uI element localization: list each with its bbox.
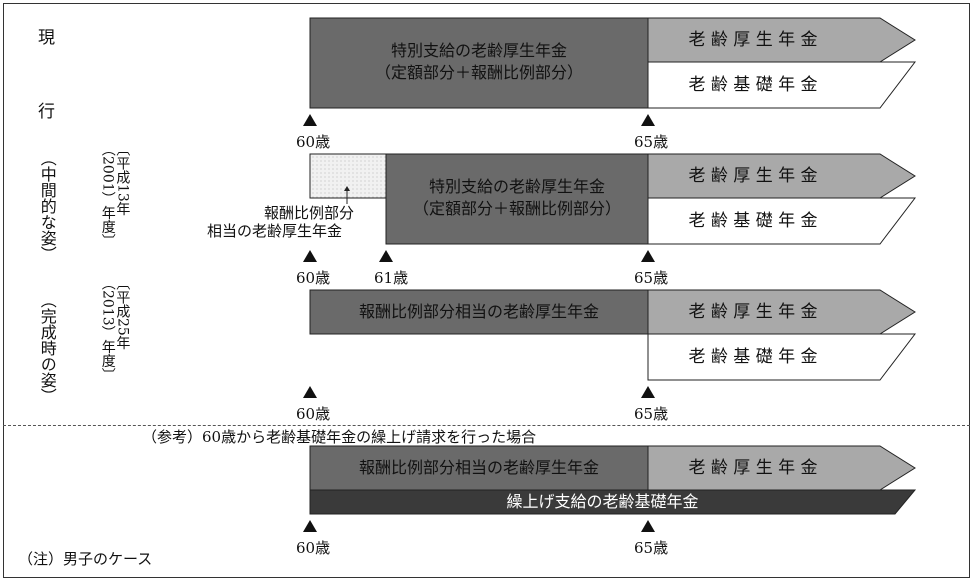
r3-upper-arrow [647,289,916,335]
r2-marker-60 [303,250,317,262]
r1-special-line1: 特別支給の老齢厚生年金 [390,41,567,60]
r1-upper-label: 老 齢 厚 生 年 金 [688,30,818,50]
ref-bar [309,445,649,491]
r2-age-60: 60歳 [296,269,331,287]
r2-light-box [309,153,387,199]
r1-marker-65 [641,114,655,126]
r3-lower-arrow [647,333,917,381]
r2-note-line2: 相当の老齢厚生年金 [207,222,343,240]
label-current-2: 行 [38,102,55,122]
label-current-1: 現 [38,28,55,48]
r1-special-box [309,17,649,109]
r3-marker-60 [303,386,317,398]
r2-age-65: 65歳 [634,269,669,287]
r1-age-65: 65歳 [634,133,669,151]
ref-age-60: 60歳 [296,539,331,557]
r2-lower-arrow [647,197,917,245]
r3-lower-label: 老 齢 基 礎 年 金 [688,347,818,367]
label-final: （完成時の姿） [37,292,57,404]
label-year-2013: 〔平成25年（2013）年度〕 [99,276,131,382]
r2-note-line1: 報酬比例部分 [264,204,355,222]
label-interim: （中間的な姿） [37,150,57,262]
r2-lower-label: 老 齢 基 礎 年 金 [688,211,818,231]
ref-bottom-arrow [309,489,917,515]
r2-note-pointer-head [344,186,350,191]
r1-marker-60 [303,114,317,126]
r2-special-box [385,153,649,245]
r1-special-line2: （定額部分＋報酬比例部分） [374,63,583,82]
r3-marker-65 [641,386,655,398]
r2-marker-65 [641,250,655,262]
ref-age-65: 65歳 [634,539,669,557]
r3-bar [309,289,649,335]
ref-upper-arrow [647,445,916,491]
ref-marker-60 [303,520,317,532]
footnote: （注）男子のケース [18,550,153,568]
r2-upper-arrow [647,153,916,199]
r3-age-60: 60歳 [296,405,331,423]
label-year-2001: 〔平成13年（2001）年度〕 [99,142,131,248]
r3-upper-label: 老 齢 厚 生 年 金 [688,302,818,322]
r2-age-61: 61歳 [374,269,409,287]
r2-marker-61 [379,250,393,262]
r2-special-line2: （定額部分＋報酬比例部分） [412,199,621,218]
r1-upper-arrow [647,17,916,63]
ref-upper-label: 老 齢 厚 生 年 金 [688,458,818,478]
r1-age-60: 60歳 [296,133,331,151]
ref-marker-65 [641,520,655,532]
r2-upper-label: 老 齢 厚 生 年 金 [688,166,818,186]
ref-bar-label: 報酬比例部分相当の老齢厚生年金 [358,458,599,477]
r3-bar-label: 報酬比例部分相当の老齢厚生年金 [358,302,599,321]
ref-title: （参考）60歳から老齢基礎年金の繰上げ請求を行った場合 [142,428,537,446]
r3-age-65: 65歳 [634,405,669,423]
ref-bottom-label: 繰上げ支給の老齢基礎年金 [506,492,699,511]
r2-special-line1: 特別支給の老齢厚生年金 [428,177,605,196]
reference-divider [3,425,970,426]
diagram-frame [3,3,970,578]
r1-lower-label: 老 齢 基 礎 年 金 [688,75,818,95]
r1-lower-arrow [647,61,917,109]
